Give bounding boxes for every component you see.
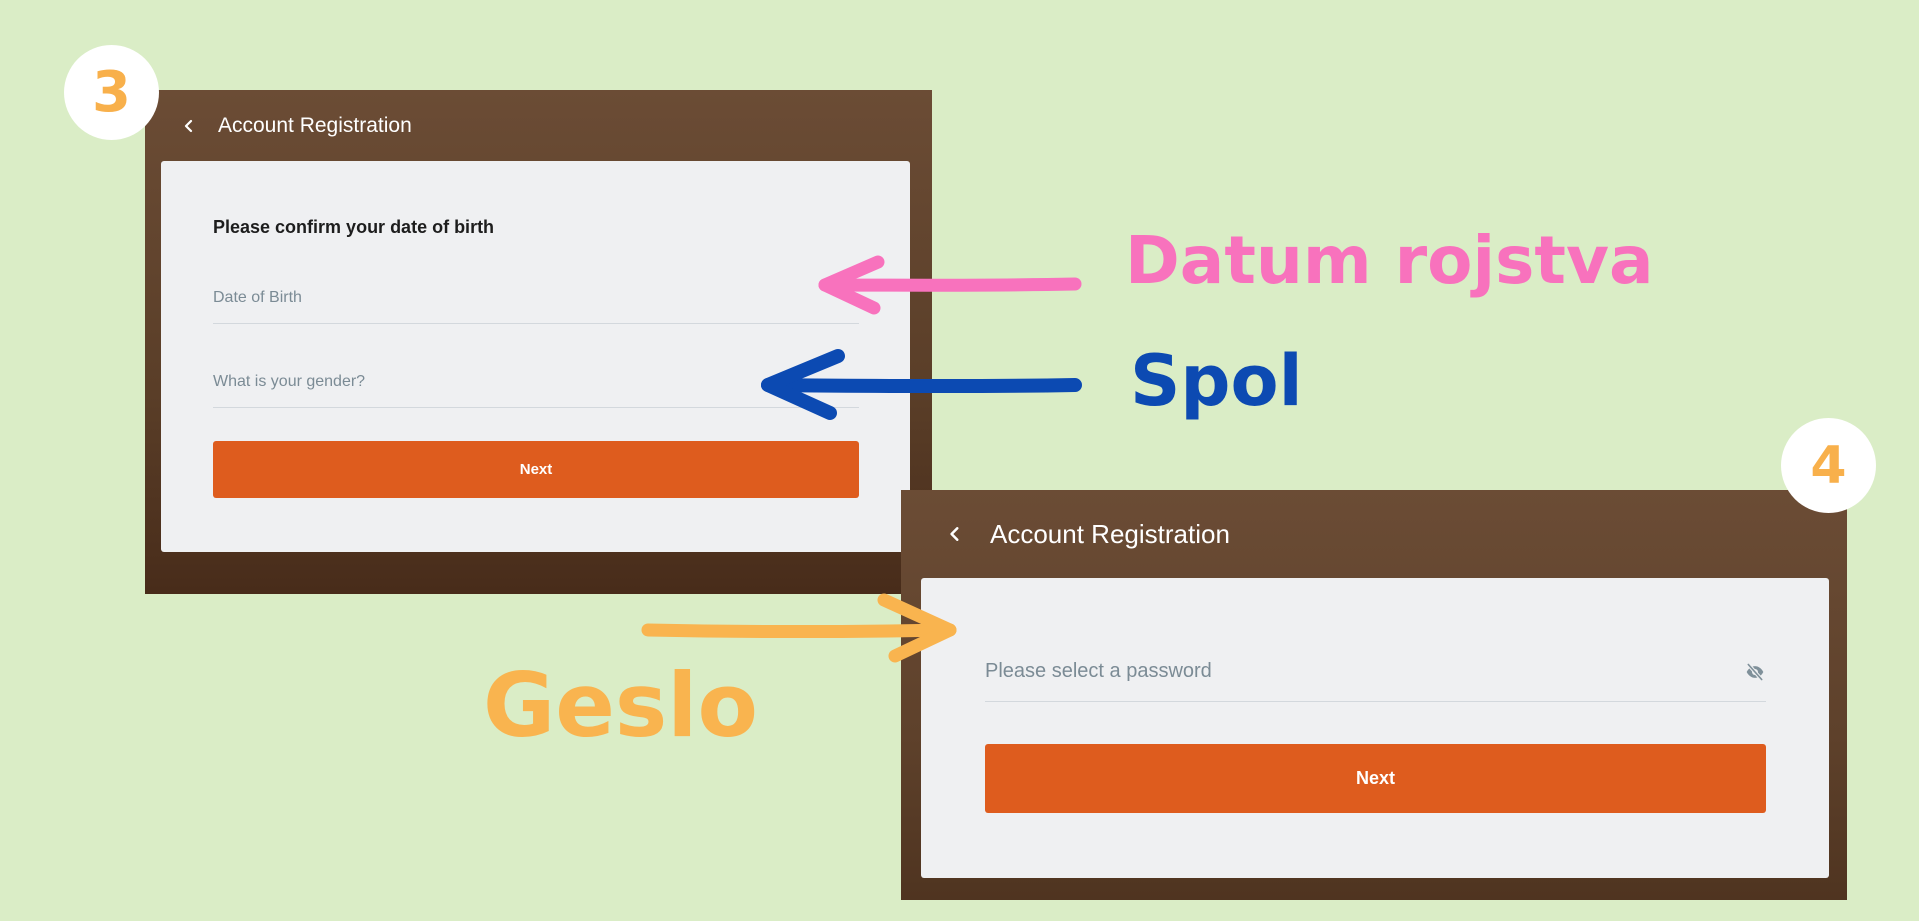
date-of-birth-field[interactable]: Date of Birth [213,273,859,324]
eye-off-icon [1746,662,1764,682]
back-button[interactable] [177,114,201,138]
app-bar: Account Registration [901,490,1847,578]
next-button[interactable]: Next [213,441,859,498]
date-of-birth-placeholder: Date of Birth [213,289,302,306]
page-title: Account Registration [990,518,1230,549]
form-card: Please confirm your date of birth Date o… [161,161,910,552]
password-field[interactable]: Please select a password [985,648,1766,702]
page-title: Account Registration [218,114,412,137]
form-card: Please select a password Next [921,578,1829,878]
registration-screen-step-3: Account Registration Please confirm your… [145,90,932,594]
password-annotation: Geslo [483,654,758,757]
date-of-birth-annotation: Datum rojstva [1125,222,1654,299]
password-visibility-toggle[interactable] [1744,661,1766,683]
form-heading: Please confirm your date of birth [213,217,495,237]
next-button[interactable]: Next [985,744,1766,813]
gender-placeholder: What is your gender? [213,373,366,390]
chevron-left-icon [184,119,193,133]
step-4-badge: 4 [1781,418,1876,513]
chevron-left-icon [950,527,959,541]
step-3-badge: 3 [64,45,159,140]
gender-field[interactable]: What is your gender? [213,357,859,408]
gender-annotation: Spol [1130,340,1303,422]
registration-screen-step-4: Account Registration Please select a pas… [901,490,1847,900]
password-placeholder: Please select a password [985,660,1212,682]
back-button[interactable] [941,520,969,548]
app-bar: Account Registration [145,90,932,162]
